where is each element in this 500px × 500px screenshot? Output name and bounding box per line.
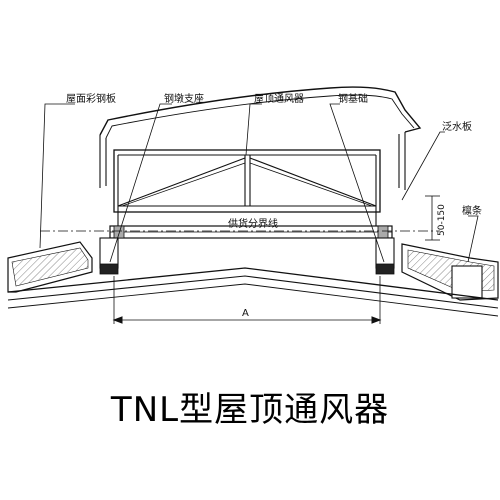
- label-steel-foundation: 钢基础: [338, 92, 368, 105]
- hood-inner-edge: [105, 94, 415, 139]
- height-dimension: [425, 195, 440, 241]
- label-roof-color-steel-sheet: 屋面彩钢板: [66, 92, 116, 105]
- diagram-caption: TNL型屋顶通风器: [110, 390, 390, 430]
- label-dimension-a: A: [242, 308, 249, 319]
- left-roof-panel: [7, 241, 93, 293]
- damper-bar: [109, 225, 393, 239]
- ventilator-hood: [99, 86, 422, 136]
- label-supply-boundary-line: 供货分界线: [228, 217, 278, 230]
- right-throat-wall: [398, 132, 406, 190]
- dimension-a: [112, 276, 382, 324]
- ventilator-frame: [113, 149, 381, 235]
- leader-lines: [39, 103, 479, 263]
- steel-pier-right: [375, 237, 395, 275]
- roof-slope: [7, 267, 499, 317]
- label-purlin: 檩条: [462, 204, 482, 217]
- label-flashing: 泛水板: [442, 120, 472, 133]
- label-height-range: 50-150: [437, 204, 447, 236]
- label-roof-ventilator: 屋顶通风器: [254, 93, 304, 105]
- label-steel-pier-support: 钢墩支座: [164, 92, 204, 105]
- steel-pier-left: [99, 237, 119, 275]
- right-roof-panel: [401, 243, 499, 301]
- left-throat-wall: [99, 135, 107, 188]
